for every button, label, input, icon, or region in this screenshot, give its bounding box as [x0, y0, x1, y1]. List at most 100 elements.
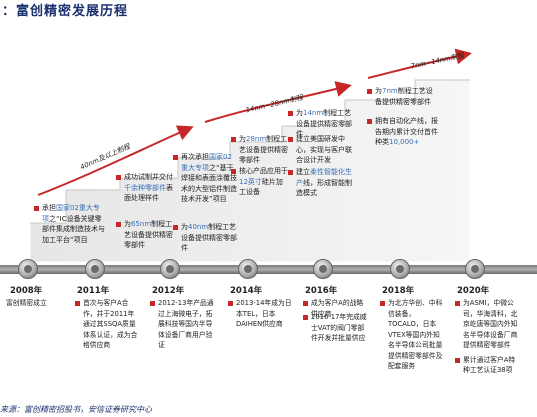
caption-text: 硅片加工设备 [239, 177, 283, 197]
timeline-event: 2013-14年成为日本TEL，日本DAIHEN供应商 [236, 299, 292, 328]
bullet-marker [34, 206, 39, 211]
timeline-event: 2012-13年产品通过上海微电子，拓展科技等国内半导体设备厂商用户验证 [158, 299, 214, 349]
caption-text: 制程工艺设备提供精密零部件 [124, 220, 173, 249]
stage-caption: 为14nm制程工艺设备提供精密零部件 [296, 108, 358, 140]
source-footer: 来源：富创精密招股书，安信证券研究中心 [0, 405, 152, 414]
staircase-edge [30, 79, 470, 224]
timeline-node [390, 259, 410, 279]
stage-caption: 拥有自动化产线，报告期内累计交付首件种类10,000+ [375, 116, 439, 148]
caption-text: 表面处理样件 [124, 183, 173, 203]
event-bullet [455, 301, 460, 306]
timeline-year: 2018年 [382, 286, 415, 296]
caption-text: 建立 [296, 168, 310, 176]
stage-caption: 为40nm制程工艺设备提供精密零部件 [181, 222, 237, 254]
caption-text: 7nm [382, 87, 398, 95]
timeline-node-core [319, 265, 327, 273]
trend-arrow-40nm [37, 125, 194, 196]
stage-caption: 再次承担国家02重大专项之“基于焊接和表面涂覆技术的大型铝件制造技术开发”项目 [181, 152, 237, 205]
caption-text: 国家02重大专项 [42, 204, 100, 223]
caption-text: 为 [239, 135, 246, 143]
timeline-node [18, 259, 38, 279]
timeline-year: 2016年 [305, 286, 338, 296]
caption-text: 10,000+ [389, 138, 420, 146]
caption-text: 为 [181, 223, 188, 231]
event-bullet [303, 315, 308, 320]
caption-text: 千余种零部件 [124, 183, 166, 192]
caption-text: 为 [375, 87, 382, 95]
timeline-node [313, 259, 333, 279]
caption-text: 国家02重大专项 [181, 153, 232, 172]
trend-arrow-14-28nm [204, 81, 352, 123]
stage-caption: 为65nm制程工艺设备提供精密零部件 [124, 219, 176, 251]
event-bullet [228, 301, 233, 306]
bullet-marker [116, 222, 121, 227]
bullet-marker [116, 175, 121, 180]
stage-caption: 建立美国研发中心，实现与客户联合设计开发 [296, 134, 358, 166]
bullet-marker [288, 137, 293, 142]
event-bullet [455, 357, 460, 363]
caption-text: 14nm [303, 109, 324, 117]
timeline-year: 2012年 [152, 286, 185, 296]
stage-caption: 承担国家02重大专项之“IC设备关键零部件集成制造技术与加工平台”项目 [42, 203, 106, 245]
timeline-node-core [244, 265, 252, 273]
timeline-bar [0, 265, 537, 274]
caption-text: 成功试制并交付 [124, 173, 173, 181]
caption-text: 之“基于焊接和表面涂覆技术的大型铝件制造技术开发”项目 [181, 163, 237, 204]
timeline-node [238, 259, 258, 279]
caption-text: 65nm [131, 220, 152, 228]
timeline-node-core [471, 265, 479, 273]
timeline-node [85, 259, 105, 279]
bullet-marker [288, 170, 293, 175]
caption-text: 核心产品应用于 [239, 167, 288, 175]
stage-caption: 为28nm制程工艺设备提供精密零部件 [239, 134, 289, 166]
stage-caption: 建立柔性智能化生产线，形成智能制造模式 [296, 167, 358, 199]
page-title: ：富创精密发展历程 [2, 4, 129, 19]
timeline-node [465, 259, 485, 279]
bullet-marker [288, 111, 293, 116]
caption-text: 再次承担 [181, 153, 209, 161]
bullet-marker [231, 137, 236, 142]
timeline-node-core [24, 265, 32, 273]
caption-text: 制程工艺设备提供精密零部件 [239, 135, 288, 164]
stage-caption: 为7nm制程工艺设备提供精密零部件 [375, 86, 439, 107]
caption-text: 为 [296, 109, 303, 117]
event-bullet [303, 301, 308, 306]
bullet-marker [173, 225, 178, 230]
caption-text: 12英寸 [239, 177, 262, 186]
timeline-event: 为北方华创、中科信装备，TOCALO，日本VTEX等国内外知名半导体公司批量提供… [388, 299, 443, 370]
caption-text: 承担 [42, 204, 56, 212]
timeline-event: 为ASMI，中微公司，华海清科，北京屹唐等国内外知名半导体设备厂商提供精密零部件 [463, 299, 518, 349]
bullet-marker [367, 119, 372, 124]
timeline-node-core [166, 265, 174, 273]
bullet-marker [231, 169, 236, 174]
event-bullet [150, 301, 155, 306]
timeline-event: 首次与客户A合作，并于2011年通过其SSQA质量体系认证，成为合格供应商 [83, 299, 138, 349]
event-bullet [380, 301, 385, 306]
caption-text: 之“IC设备关键零部件集成制造技术与加工平台”项目 [42, 214, 105, 244]
caption-text: 制程工艺设备提供精密零部件 [296, 109, 352, 138]
caption-text: 建立美国研发中心，实现与客户联合设计开发 [296, 135, 352, 164]
timeline-year: 2011年 [77, 286, 110, 296]
timeline-event: 成为客户A的战略供应商 [311, 299, 364, 318]
caption-text: 拥有自动化产线，报告期内累计交付首件种类 [375, 117, 438, 146]
event-bullet [75, 301, 80, 306]
timeline-event: 富创精密成立 [6, 299, 47, 307]
caption-text: 线，形成智能制造模式 [296, 178, 352, 198]
stage-caption: 核心产品应用于 12英寸硅片加工设备 [239, 166, 289, 198]
timeline-node-core [396, 265, 404, 273]
bullet-marker [173, 155, 178, 160]
caption-text: 柔性智能化生产 [296, 168, 352, 187]
bullet-marker [367, 89, 372, 94]
caption-text: 制程工艺设备提供精密零部件 [375, 87, 433, 106]
caption-text: 为 [124, 220, 131, 228]
caption-text: 40nm [188, 223, 209, 231]
timeline-node-core [91, 265, 99, 273]
caption-text: 制程工艺设备提供精密零部件 [181, 223, 237, 252]
timeline-year: 2014年 [230, 286, 263, 296]
timeline-event: 2016-17年完成威士VAT的阀门零部件开发并批量供应 [311, 313, 367, 342]
trend-arrow-7-14nm [367, 48, 472, 79]
timeline-year: 2008年 [10, 286, 43, 296]
timeline-event: 累计通过客户A特种工艺认证38项 [463, 355, 516, 375]
timeline-node [160, 259, 180, 279]
